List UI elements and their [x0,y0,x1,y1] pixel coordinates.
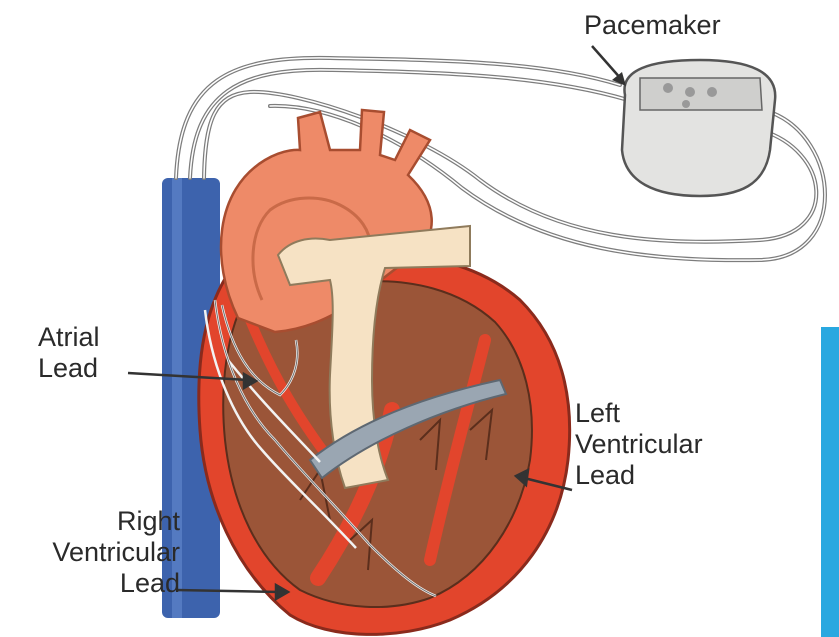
left-ventricular-lead-label: Left Ventricular Lead [575,398,735,491]
left-ventricular-lead-line2: Ventricular [575,429,735,460]
right-ventricular-lead-line3: Lead [8,568,180,599]
right-ventricular-lead-line1: Right [8,506,180,537]
right-ventricular-lead-line2: Ventricular [8,537,180,568]
atrial-lead-label: Atrial Lead [38,322,128,384]
right-ventricular-lead-label: Right Ventricular Lead [8,506,180,599]
pacemaker-label: Pacemaker [584,10,721,41]
pacemaker-label-text: Pacemaker [584,10,721,40]
left-ventricular-lead-line3: Lead [575,460,735,491]
accent-strip [821,327,839,637]
atrial-lead-line1: Atrial [38,322,128,353]
left-ventricular-lead-line1: Left [575,398,735,429]
atrial-lead-line2: Lead [38,353,128,384]
pacemaker-device-icon [622,60,775,196]
